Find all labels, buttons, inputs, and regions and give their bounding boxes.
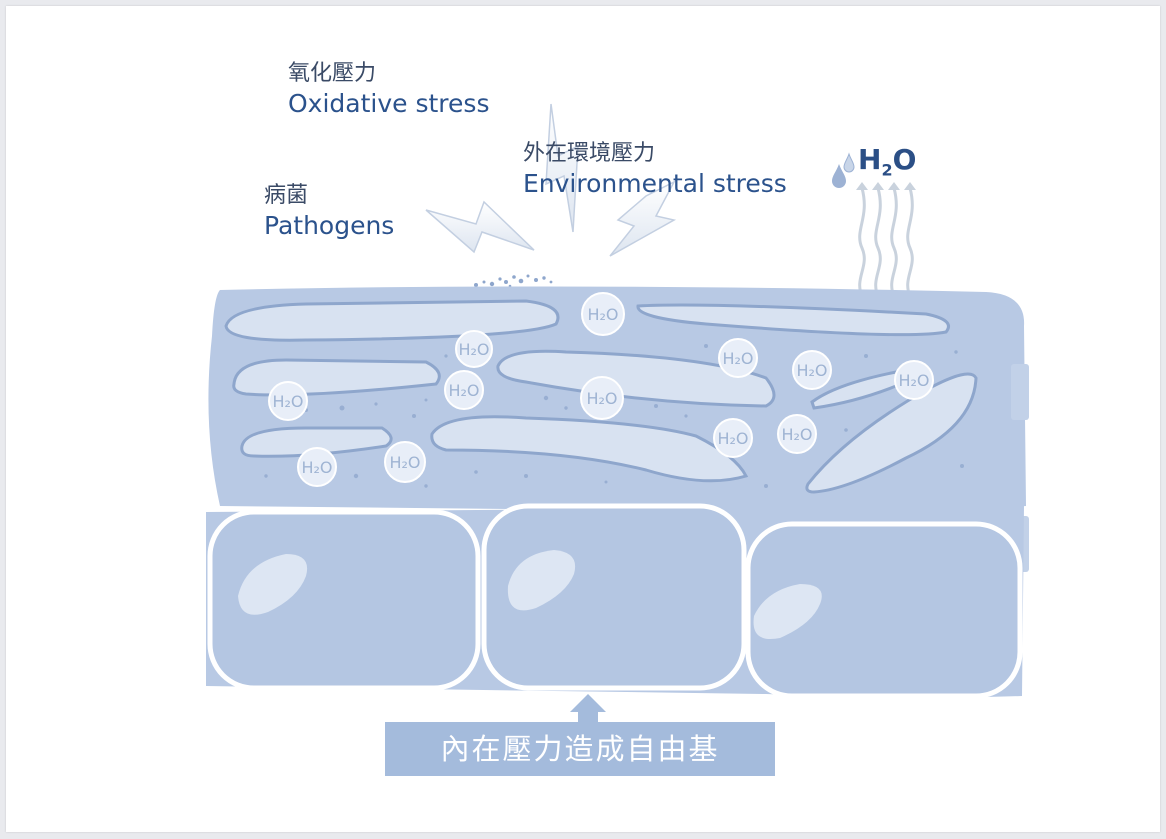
svg-text:H₂O: H₂O <box>448 381 479 400</box>
svg-text:H₂O: H₂O <box>796 361 827 380</box>
svg-text:H₂O: H₂O <box>301 458 332 477</box>
slide: H₂O H₂O H₂O H₂O H₂O H₂O H₂O H₂O H₂O H₂O … <box>6 6 1160 832</box>
up-arrow-icon <box>570 694 606 722</box>
water-molecule: H₂O <box>718 338 758 378</box>
svg-text:H₂O: H₂O <box>898 371 929 390</box>
skin-cells <box>207 503 1023 699</box>
pathogens-zh: 病菌 <box>264 183 309 208</box>
environmental-stress-label: 外在環境壓力 Environmental stress <box>523 140 787 200</box>
water-molecule: H₂O <box>581 292 625 336</box>
environmental-stress-en: Environmental stress <box>523 169 787 198</box>
pathogens-en: Pathogens <box>264 211 395 240</box>
oxidative-stress-en: Oxidative stress <box>288 89 490 118</box>
water-molecule: H₂O <box>713 418 753 458</box>
water-molecule: H₂O <box>777 414 817 454</box>
skin-cell <box>745 521 1023 699</box>
internal-stress-banner: 內在壓力造成自由基 <box>385 722 775 776</box>
lightning-bolt-icon-center <box>545 103 579 233</box>
svg-text:H₂O: H₂O <box>722 349 753 368</box>
pathogens-label: 病菌 Pathogens <box>264 182 394 242</box>
steam-wave-icon <box>858 187 914 297</box>
svg-text:H₂O: H₂O <box>458 340 489 359</box>
oxidative-stress-zh: 氧化壓力 <box>288 61 377 86</box>
h2o-o: O <box>892 143 917 176</box>
svg-text:H₂O: H₂O <box>717 429 748 448</box>
h2o-h: H <box>858 143 882 176</box>
h2o-sub: 2 <box>881 160 893 180</box>
svg-text:H₂O: H₂O <box>781 425 812 444</box>
water-molecule: H₂O <box>444 370 484 410</box>
svg-text:H₂O: H₂O <box>389 453 420 472</box>
pathogen-specks <box>474 274 553 288</box>
environmental-stress-zh: 外在環境壓力 <box>523 141 656 166</box>
water-molecule: H₂O <box>580 376 624 420</box>
water-molecule: H₂O <box>894 360 934 400</box>
water-molecule: H₂O <box>297 447 337 487</box>
water-drop-icon <box>832 152 855 188</box>
water-molecule: H₂O <box>268 381 308 421</box>
edge-tab-1 <box>1011 364 1029 420</box>
corneocytes <box>224 299 978 494</box>
water-molecule: H₂O <box>792 350 832 390</box>
water-molecule: H₂O <box>384 441 426 483</box>
water-molecule: H₂O <box>455 330 493 368</box>
svg-text:H₂O: H₂O <box>587 305 618 324</box>
cell-nuclei <box>238 550 822 640</box>
lightning-bolt-icon-left <box>425 200 535 254</box>
oxidative-stress-label: 氧化壓力 Oxidative stress <box>288 60 489 120</box>
water-evaporation-label: H2O <box>858 143 916 180</box>
svg-text:H₂O: H₂O <box>272 392 303 411</box>
skin-diagram: H₂O H₂O H₂O H₂O H₂O H₂O H₂O H₂O H₂O H₂O … <box>206 103 1029 722</box>
lightning-bolt-icon-right <box>609 180 677 257</box>
svg-text:H₂O: H₂O <box>586 389 617 408</box>
water-molecules: H₂O H₂O H₂O H₂O H₂O H₂O H₂O H₂O H₂O H₂O … <box>268 292 934 487</box>
skin-cell <box>207 509 481 691</box>
up-arrow-icon <box>856 182 916 190</box>
